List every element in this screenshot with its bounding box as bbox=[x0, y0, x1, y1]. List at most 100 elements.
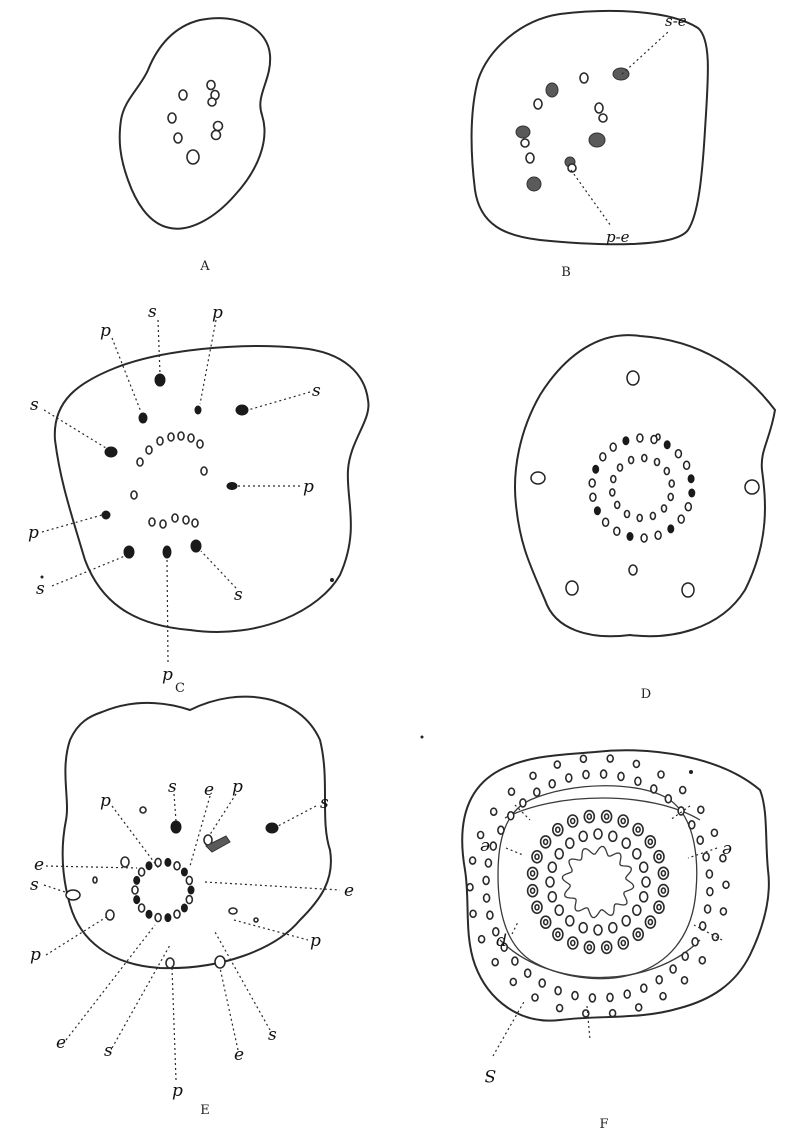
figure-e-label-s: s bbox=[168, 777, 177, 797]
figure-f-cortex-bundle bbox=[697, 836, 703, 844]
figure-f-cortex-bundle bbox=[580, 755, 586, 762]
figure-f-bundle bbox=[587, 814, 591, 819]
figure-f-cortex-bundle bbox=[467, 884, 473, 891]
figure-e-bundle bbox=[165, 914, 171, 922]
figure-f-stele bbox=[498, 786, 697, 979]
figure-f-cortex-bundle bbox=[618, 772, 624, 780]
figure-d-bundle bbox=[642, 455, 647, 462]
figure-f: e e p S F bbox=[462, 750, 769, 1130]
figure-f-bundle bbox=[544, 920, 548, 925]
figure-c: s p p s s p p s p s C bbox=[28, 302, 368, 696]
figure-d-bundle bbox=[589, 479, 595, 487]
figure-e-bundle bbox=[155, 858, 161, 866]
figure-f-label-e: e bbox=[722, 840, 732, 860]
figure-d-bundle bbox=[623, 437, 629, 445]
figure-d-bundle bbox=[610, 489, 615, 496]
figure-e-bundle bbox=[186, 896, 192, 904]
figure-c-ring bbox=[102, 374, 248, 558]
figure-f-cortex-bundle bbox=[492, 959, 498, 966]
figure-f-bundle bbox=[640, 862, 648, 872]
figure-b-bundles bbox=[516, 68, 629, 191]
figure-a-caption: A bbox=[199, 259, 210, 274]
figure-e-label-e: e bbox=[204, 780, 214, 800]
figure-f-cortex-bundle bbox=[539, 979, 545, 987]
figure-f-bundle bbox=[535, 905, 539, 910]
figure-e-label-e: e bbox=[56, 1033, 66, 1053]
figure-c-label-s: s bbox=[36, 579, 45, 599]
figure-c-label-s: s bbox=[30, 395, 39, 415]
figure-e-bundle bbox=[188, 886, 194, 894]
figure-d-bundle bbox=[678, 515, 684, 523]
figure-c-label-p: p bbox=[100, 321, 111, 341]
figure-b-label-se: s-e bbox=[665, 12, 687, 30]
figure-f-cortex-bundle bbox=[532, 994, 538, 1001]
figure-e-bundle bbox=[186, 876, 192, 884]
figure-e-outline bbox=[63, 697, 331, 969]
figure-f-cortex-bundle bbox=[554, 761, 560, 768]
figure-d-bundle bbox=[610, 443, 616, 451]
figure-f-label-p: p bbox=[496, 932, 507, 952]
figure-f-cortex-bundle bbox=[635, 777, 641, 785]
figure-e-bundle bbox=[139, 868, 145, 876]
figure-f-cortex-bundle bbox=[498, 826, 504, 834]
figure-d-bundle bbox=[651, 436, 657, 444]
figure-f-cortex-bundle bbox=[470, 857, 476, 864]
figure-f-caption: F bbox=[599, 1117, 608, 1130]
figure-e-bundle bbox=[139, 904, 145, 912]
figure-f-cortex-bundle bbox=[680, 787, 686, 794]
figure-f-cortex-bundle bbox=[698, 806, 704, 813]
figure-f-cortex-bundle bbox=[658, 771, 664, 778]
figure-f-cortex-bundle bbox=[660, 993, 666, 1000]
figure-d-bundle bbox=[629, 457, 634, 464]
figure-f-cortex-bundle bbox=[607, 755, 613, 762]
figure-f-cortex-bundle bbox=[525, 969, 531, 977]
figure-c-caption: C bbox=[175, 681, 185, 696]
figure-c-label-p: p bbox=[162, 665, 173, 685]
figure-f-cortex-bundle bbox=[530, 772, 536, 779]
figure-d-bundle bbox=[637, 434, 643, 442]
figure-f-cortex-bundle bbox=[656, 976, 662, 984]
figure-d-bundle bbox=[590, 493, 596, 501]
figure-f-bundle bbox=[661, 871, 665, 876]
figure-f-cortex-bundle bbox=[706, 870, 712, 878]
figure-e-label-e: e bbox=[34, 855, 44, 875]
figure-f-bundle bbox=[648, 920, 652, 925]
figure-f-cortex-bundle bbox=[557, 1005, 563, 1012]
figure-c-leaders bbox=[42, 320, 310, 662]
figure-f-cortex-bundle bbox=[641, 984, 647, 992]
figure-f-cortex-bundle bbox=[651, 785, 657, 793]
figure-d-bundle bbox=[689, 489, 695, 497]
figure-f-bundle bbox=[605, 945, 609, 950]
figure-f-label-e: e bbox=[480, 837, 490, 857]
figure-f-bundle bbox=[622, 838, 630, 848]
figure-f-bundle bbox=[605, 814, 609, 819]
figure-f-cortex-bundle bbox=[720, 908, 726, 915]
figure-f-bundle bbox=[648, 839, 652, 844]
figure-d-bundle bbox=[668, 493, 673, 500]
figure-f-bundle bbox=[661, 888, 665, 893]
figure-d-bundle bbox=[627, 533, 633, 541]
figure-d-bundle bbox=[593, 465, 599, 473]
figure-f-bundle bbox=[636, 932, 640, 937]
figure-f-bundle bbox=[571, 819, 575, 824]
figure-c-label-s: s bbox=[234, 585, 243, 605]
figure-d-caption: D bbox=[641, 687, 651, 702]
figure-f-cortex-bundle bbox=[665, 795, 671, 803]
figure-f-cortex-bundle bbox=[624, 990, 630, 998]
figure-f-bundle bbox=[621, 941, 625, 946]
figure-f-cortex-bundle bbox=[572, 992, 578, 1000]
figure-f-bundle bbox=[609, 831, 617, 841]
figure-f-bundle bbox=[556, 827, 560, 832]
figure-e-bundle bbox=[146, 910, 152, 918]
figure-f-cortex-bundle bbox=[491, 808, 497, 815]
figure-f-bundle bbox=[566, 916, 574, 926]
figure-f-bundle bbox=[531, 888, 535, 893]
figure-e-bundle bbox=[134, 896, 140, 904]
figure-f-cortex-bundle bbox=[508, 812, 514, 820]
figure-d-bundle bbox=[684, 461, 690, 469]
figure-e-label-p: p bbox=[30, 945, 41, 965]
figure-e-label-s: s bbox=[30, 875, 39, 895]
figure-c-label-p: p bbox=[212, 303, 223, 323]
figure-d-bundle bbox=[688, 475, 694, 483]
figure-f-bundle bbox=[531, 871, 535, 876]
